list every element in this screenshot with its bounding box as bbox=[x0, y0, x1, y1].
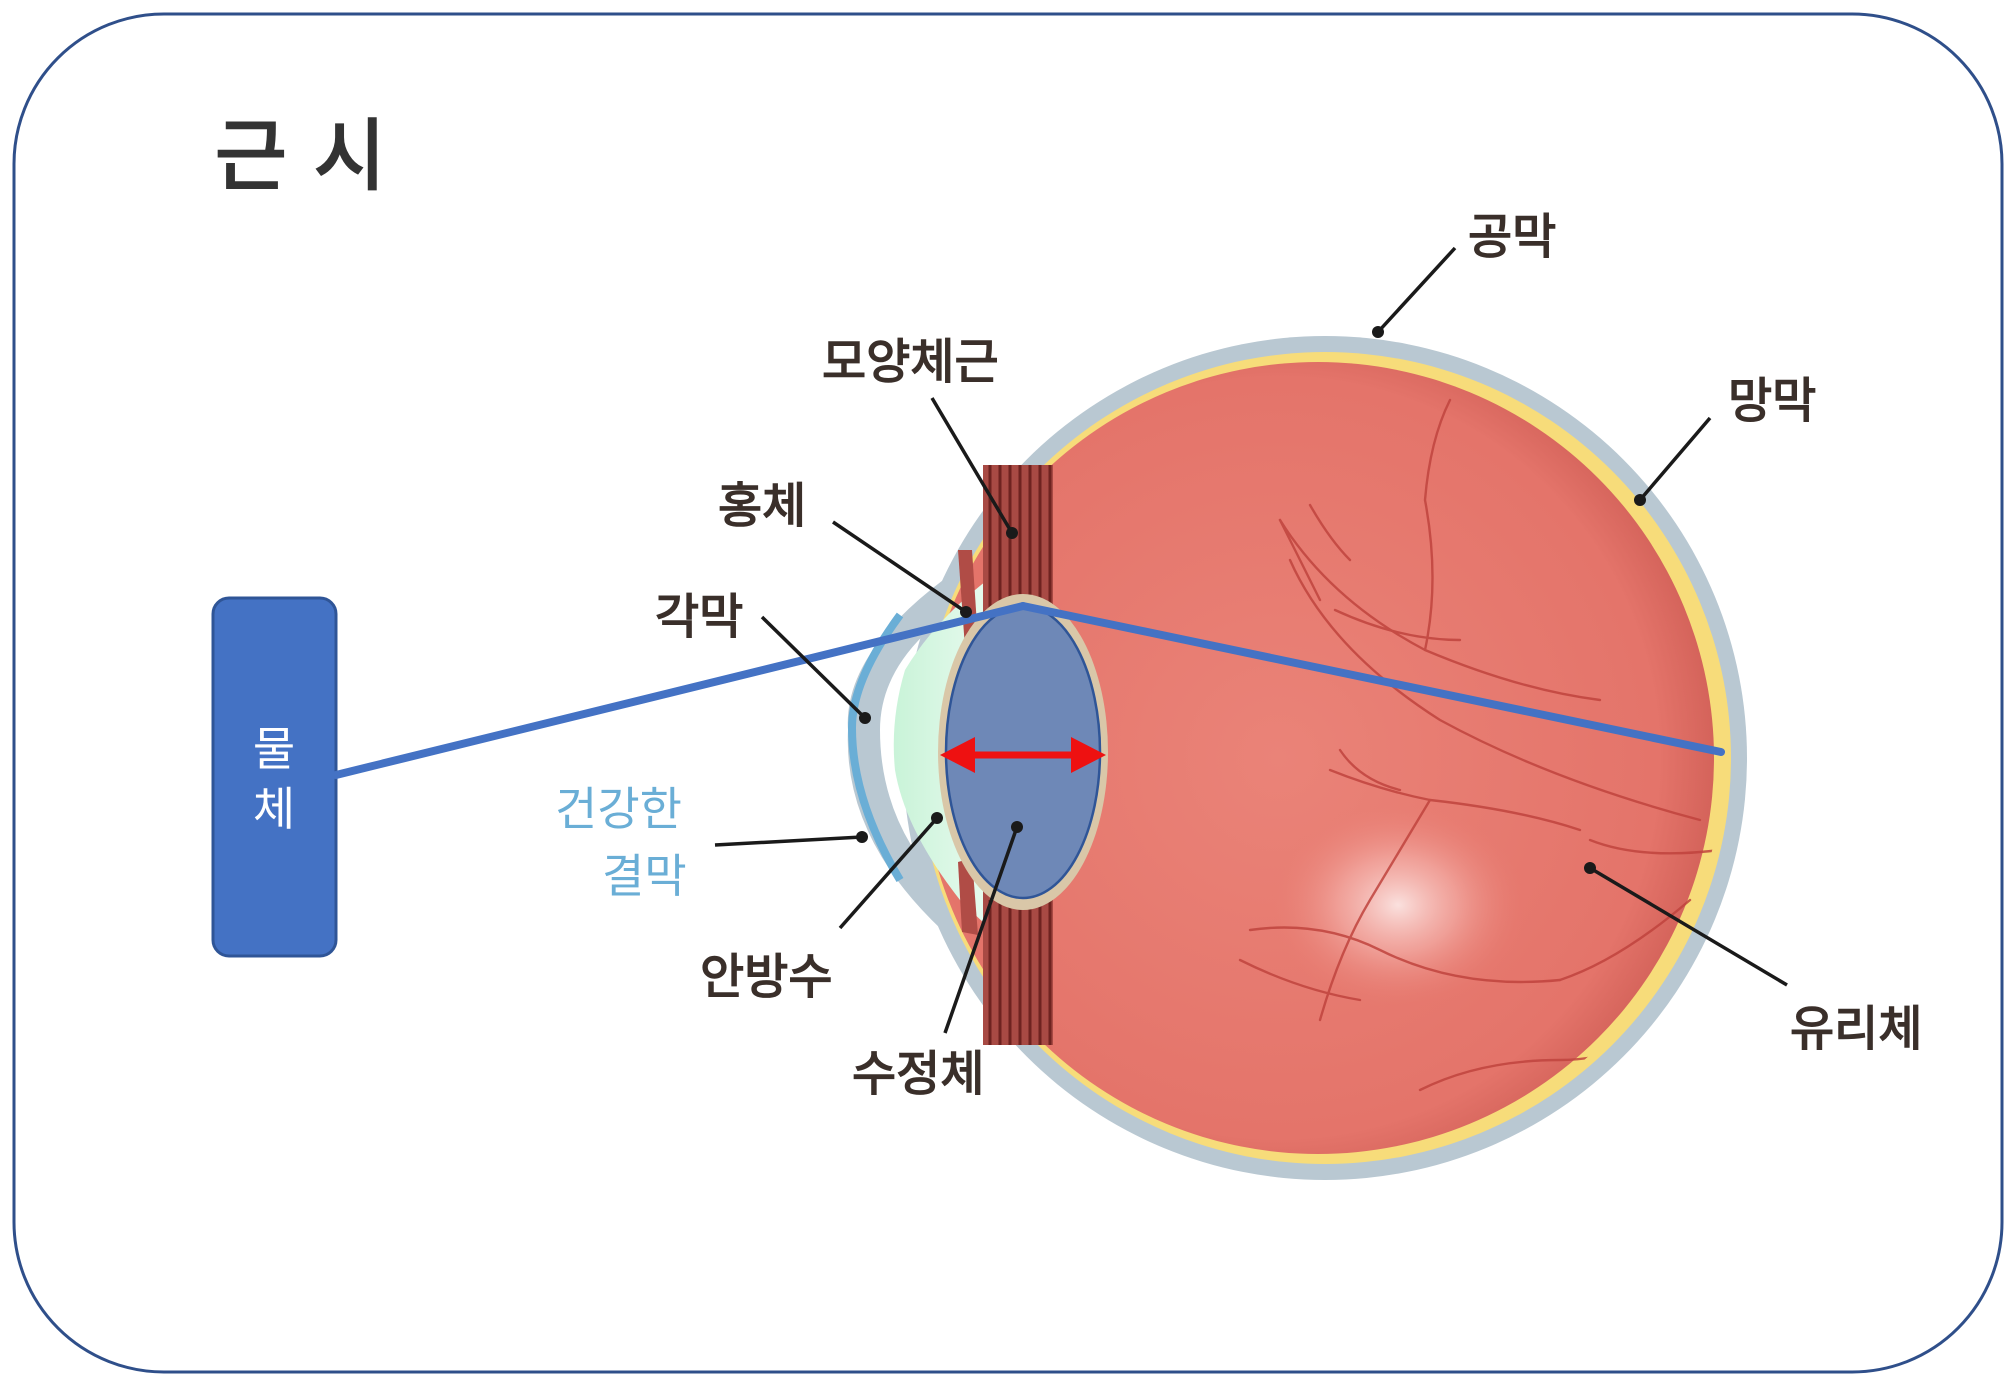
label-retina: 망막 bbox=[1728, 373, 1816, 429]
leader-lines bbox=[714, 246, 1788, 1034]
refracted-ray bbox=[1019, 602, 1725, 756]
vitreous-body bbox=[922, 362, 1714, 1154]
label-lens: 수정체 bbox=[852, 1046, 984, 1102]
object-label-2: 체 bbox=[253, 782, 295, 836]
object-label-1: 물 bbox=[253, 722, 295, 776]
cornea-edge bbox=[847, 612, 904, 883]
label-aqueous-humor: 안방수 bbox=[700, 949, 832, 1005]
iris-top bbox=[958, 550, 978, 648]
label-conjunctiva-2: 결막 bbox=[602, 849, 687, 903]
blood-vessels bbox=[1238, 398, 1722, 1092]
label-iris: 홍체 bbox=[718, 478, 806, 534]
label-vitreous-body: 유리체 bbox=[1790, 1001, 1922, 1057]
light-ray bbox=[332, 602, 1725, 779]
double-headed-arrow-icon bbox=[940, 737, 1106, 773]
fovea-glow bbox=[1268, 800, 1528, 1010]
leader-dots bbox=[856, 326, 1646, 874]
incoming-ray bbox=[332, 602, 1027, 779]
label-sclera: 공막 bbox=[1468, 209, 1556, 265]
object-box: 물 체 bbox=[211, 596, 338, 958]
label-conjunctiva-1: 건강한 bbox=[555, 782, 682, 836]
label-cornea: 각막 bbox=[655, 589, 743, 645]
page-title: 근 시 bbox=[215, 112, 386, 202]
label-ciliary-muscle: 모양체근 bbox=[822, 334, 999, 390]
